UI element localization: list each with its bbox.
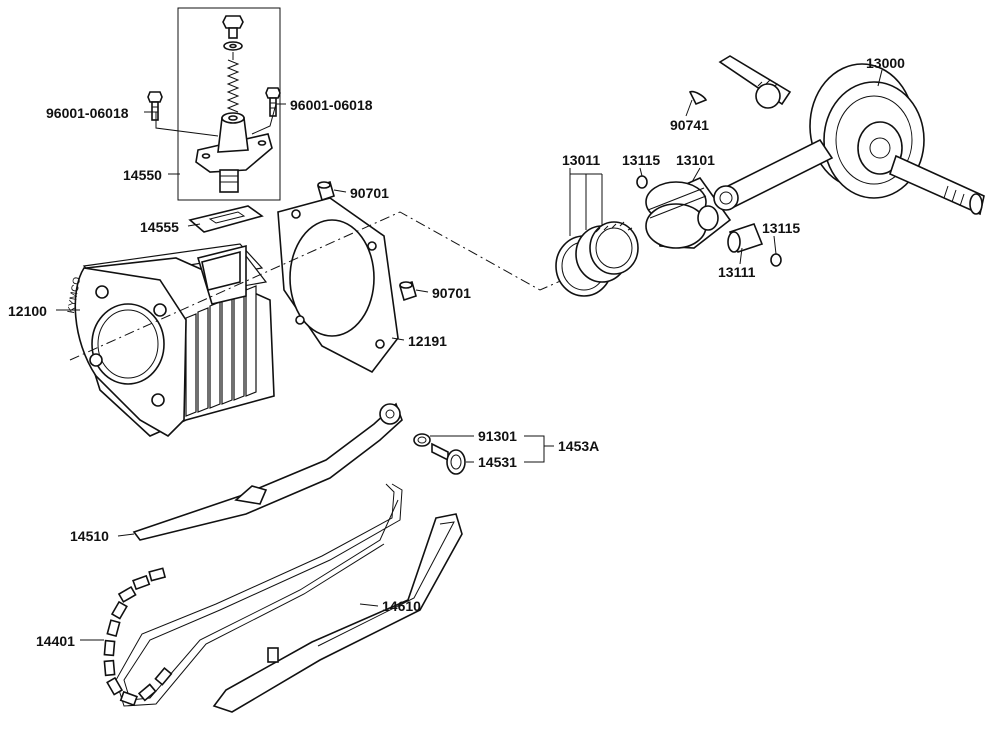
pivot-washer [413,433,431,447]
callout-13000: 13000 [866,55,905,71]
callout-90701-top: 90701 [350,185,389,201]
circlip-right [770,253,782,267]
chain-guide [212,513,463,713]
pivot-bolt [431,442,466,475]
callout-13101: 13101 [676,152,715,168]
callout-14531: 14531 [478,454,517,470]
callout-13115-top: 13115 [622,152,661,168]
dowel-pin-top [317,180,335,202]
callout-96001-06018-right: 96001-06018 [290,97,373,113]
callout-90741: 90741 [670,117,709,133]
piston [645,177,732,249]
piston-pin [727,223,764,253]
crankshaft [713,55,985,216]
tensioner-body [195,112,273,193]
callout-90701-mid: 90701 [432,285,471,301]
callout-13111: 13111 [718,264,756,280]
leader-lines [56,69,883,641]
callout-12191: 12191 [408,333,447,349]
callout-14510: 14510 [70,528,109,544]
tensioner-bolt-left [147,91,163,121]
tensioner-cap-bolt [222,15,244,51]
callout-14555: 14555 [140,219,179,235]
cylinder-gasket [277,197,399,374]
chain-tensioner-guide [132,402,403,541]
cam-chain [103,483,403,707]
callout-1453A: 1453A [558,438,600,454]
cylinder-block [74,243,275,437]
callout-14550: 14550 [123,167,162,183]
callout-12100: 12100 [8,303,47,319]
piston-ring-set [555,221,639,297]
dowel-pin-mid [399,280,417,302]
tensioner-spring [226,52,240,113]
tensioner-bolt-right [265,87,281,117]
woodruff-key [688,90,708,106]
callout-96001-06018-left: 96001-06018 [46,105,129,121]
callout-14401: 14401 [36,633,75,649]
callout-13011: 13011 [562,152,601,168]
tensioner-gasket [188,205,264,233]
callout-13115-right: 13115 [762,220,801,236]
callout-91301: 91301 [478,428,517,444]
circlip-top [636,175,648,189]
callout-14610: 14610 [382,598,421,614]
